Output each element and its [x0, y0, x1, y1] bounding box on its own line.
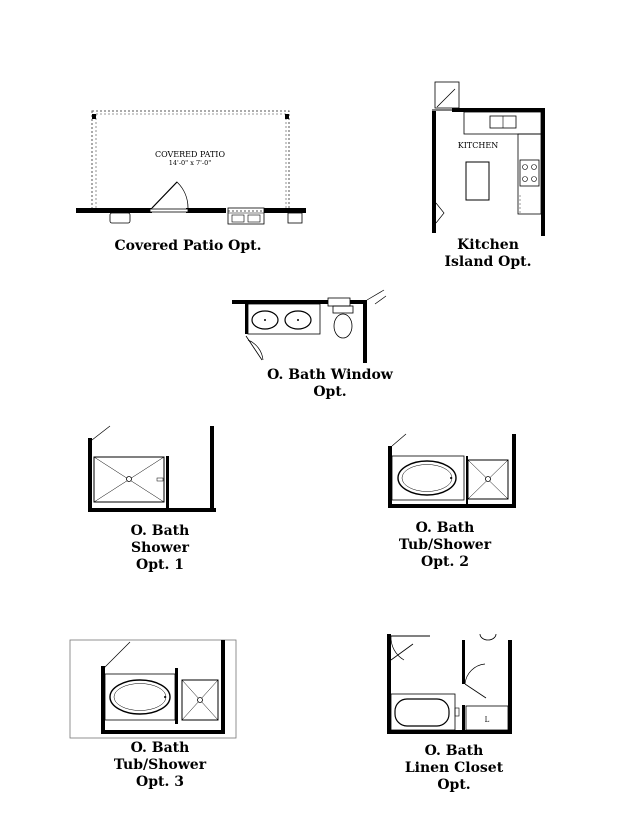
caption-tub3-line2: Tub/Shower	[113, 757, 207, 773]
shower1-wall-left	[88, 438, 92, 512]
caption-linen-line2: Linen Closet	[404, 760, 504, 776]
patio-fixture-counter	[227, 207, 265, 225]
bath-sink-left	[251, 310, 279, 330]
kitchen-wall-top	[452, 108, 542, 112]
shower-opt1-plan	[88, 425, 216, 512]
shower1-drain	[126, 476, 132, 482]
caption-kitchen-line1: Kitchen	[457, 237, 519, 253]
tub3-wall-left	[101, 666, 105, 734]
tub3-outline-box	[69, 639, 237, 739]
patio-outline	[91, 110, 290, 212]
linen-closet-plan: L	[387, 633, 512, 734]
caption-tub-shower-opt3: O. Bath Tub/Shower Opt. 3	[95, 740, 225, 791]
tub3-drain	[197, 697, 203, 703]
patio-door-swing	[151, 181, 189, 209]
tub2-basin	[397, 460, 457, 496]
patio-fixture-left	[109, 212, 131, 224]
caption-tub2-line3: Opt. 2	[421, 554, 469, 570]
caption-tub3-line1: O. Bath	[130, 740, 190, 756]
tub2-wall-bottom	[388, 504, 516, 508]
bath-window-wall-right	[363, 300, 367, 363]
patio-house-wall-right	[264, 208, 306, 213]
caption-tub2-line2: Tub/Shower	[398, 537, 492, 553]
bath-toilet-bowl	[333, 313, 353, 339]
shower1-wall-mid	[166, 456, 169, 508]
linen-wall-right	[508, 640, 512, 734]
patio-room-label: COVERED PATIO	[155, 150, 225, 159]
caption-tub-shower-opt2: O. Bath Tub/Shower Opt. 2	[380, 520, 510, 571]
bath-window-frame	[327, 297, 351, 307]
caption-bath-window-line1: O. Bath Window	[267, 367, 393, 383]
tub2-drain	[485, 476, 491, 482]
shower1-wall-right	[210, 426, 214, 512]
kitchen-island-plan: KITCHEN	[432, 81, 545, 236]
caption-linen-closet: O. Bath Linen Closet Opt.	[384, 743, 524, 794]
tub3-wall-right	[221, 640, 225, 734]
bath-toilet-tank	[332, 305, 354, 314]
linen-wall-bottom	[387, 730, 512, 734]
caption-shower1-line1: O. Bath	[130, 523, 190, 539]
caption-shower1-line2: Shower	[131, 540, 189, 556]
tub3-shower-pan	[181, 679, 219, 721]
covered-patio-plan: COVERED PATIO 14'-0" x 7'-0"	[76, 110, 306, 225]
tub2-wall-right	[512, 434, 516, 508]
patio-post-left	[92, 114, 96, 119]
caption-linen-line3: Opt.	[437, 777, 471, 793]
caption-covered-patio: Covered Patio Opt.	[88, 238, 288, 255]
caption-linen-line1: O. Bath	[424, 743, 484, 759]
caption-bath-window-line2: Opt.	[313, 384, 347, 400]
kitchen-wall-right	[541, 108, 545, 236]
tub3-wall-bottom	[101, 730, 225, 734]
caption-bath-window: O. Bath Window Opt.	[250, 367, 410, 401]
bath-window-wall-top	[232, 300, 366, 304]
kitchen-room-label: KITCHEN	[458, 141, 498, 150]
patio-dimensions: 14'-0" x 7'-0"	[169, 159, 211, 167]
tub-shower-opt3-plan	[69, 639, 237, 739]
tub2-wall-left	[388, 446, 392, 508]
linen-closet-shelf	[465, 705, 509, 731]
tub-shower-opt2-plan	[388, 433, 516, 508]
bath-window-plan	[232, 289, 387, 363]
shower1-wall-bottom	[88, 508, 216, 512]
kitchen-counter-right	[517, 133, 542, 215]
patio-house-wall-mid	[186, 208, 226, 213]
kitchen-wall-left	[432, 111, 436, 233]
patio-house-wall-left	[76, 208, 152, 213]
tub3-basin	[109, 679, 171, 715]
bath-sink-right	[284, 310, 312, 330]
bath-window-wall-left	[245, 304, 248, 334]
caption-tub2-line1: O. Bath	[415, 520, 475, 536]
caption-tub3-line3: Opt. 3	[136, 774, 184, 790]
kitchen-counter-top	[463, 111, 542, 135]
kitchen-island	[465, 161, 490, 201]
shower1-pan	[93, 456, 165, 503]
caption-kitchen-island: Kitchen Island Opt.	[428, 237, 548, 271]
caption-shower-opt1: O. Bath Shower Opt. 1	[100, 523, 220, 574]
tub2-deck	[391, 455, 465, 501]
patio-post-right	[285, 114, 289, 119]
linen-tub-basin	[394, 698, 450, 727]
caption-covered-patio-text: Covered Patio Opt.	[114, 238, 262, 254]
bath-vanity	[247, 303, 321, 335]
caption-shower1-line3: Opt. 1	[136, 557, 184, 573]
kitchen-range	[519, 159, 540, 187]
caption-kitchen-line2: Island Opt.	[444, 254, 532, 270]
linen-closet-label: L	[485, 716, 490, 724]
linen-wall-left	[387, 634, 391, 734]
